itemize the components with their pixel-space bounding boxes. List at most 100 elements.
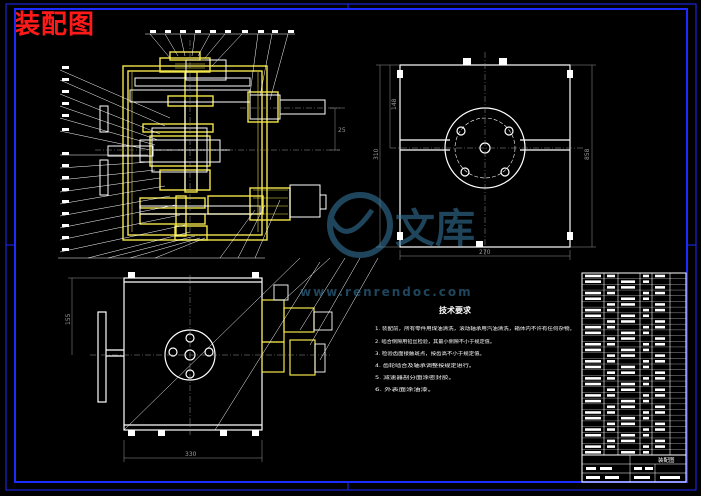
parts-list-cell-text [585,445,601,448]
parts-list-cell-text [655,388,665,392]
parts-list-cell-text [621,303,635,306]
parts-list-cell-text [655,337,665,340]
parts-list-cell-text [643,348,649,352]
parts-list-cell-text [607,291,615,295]
parts-list-cell-text [643,331,649,335]
parts-list-cell-text [643,428,649,431]
parts-list-cell-text [585,382,601,386]
parts-list-cell-text [585,280,601,283]
parts-list-cell-text [621,286,635,289]
parts-list-cell-text [655,325,665,329]
parts-list-cell-text [655,371,665,374]
parts-list-cell-text [655,405,665,409]
parts-list-cell-text [585,377,601,380]
parts-list-cell-text [655,342,665,346]
parts-list-cell-text [655,360,665,363]
parts-list-cell-text [585,325,601,329]
parts-list-cell-text [607,445,615,448]
parts-list-cell-text [585,342,601,346]
tech-requirement-item: 6. 外表面涂油漆。 [375,386,435,393]
parts-list-cell-text [585,331,601,335]
parts-list-cell-text [607,303,615,306]
parts-list-cell-text [607,308,615,312]
parts-list-cell-text [655,308,665,312]
parts-list-cell-text [585,365,601,369]
parts-list-cell-text [643,394,649,397]
top-view-height-dimension: 148 [391,98,398,110]
parts-list-cell-text [607,405,615,409]
parts-list-cell-text [621,433,635,437]
parts-list-cell-text [621,416,635,420]
parts-list-cell-text [607,388,615,392]
parts-list-cell-text [585,394,601,397]
parts-list-cell-text [621,331,635,335]
parts-list-cell-text [621,280,635,283]
title-block: 装配图 [581,454,687,483]
parts-list-cell-text [643,365,649,369]
side-view: 155 330 [65,257,379,462]
parts-list-cell-text [607,377,615,380]
parts-list-cell-text [607,422,615,426]
parts-list-cell-text [607,320,615,323]
parts-list-cell-text [655,377,665,380]
parts-list-cell-text [621,314,635,318]
parts-list-cell-text [585,416,601,420]
top-view-side-dimension: 858 [584,148,591,160]
parts-list-cell-text [643,342,649,346]
parts-list-cell-text [621,354,635,357]
parts-list-cell-text [643,399,649,403]
parts-list-cell-text [607,342,615,346]
parts-list-cell-text [643,416,649,420]
drawing-frame [5,3,697,491]
parts-list-cell-text [655,303,665,306]
parts-list-cell-text [585,308,601,312]
tech-requirement-item: 4. 齿轮啮合及轴承调整按规定进行。 [375,362,475,369]
parts-list-cell-text [621,422,635,426]
parts-list-cell-text [643,445,649,448]
parts-list-cell-text [607,354,615,357]
parts-list-cell-text [643,382,649,386]
parts-list-cell-text [643,297,649,301]
parts-list-cell-text [655,445,665,448]
parts-list-cell-text [643,291,649,295]
tech-requirement-item: 5. 减速器剖分面涂密封胶。 [375,374,455,381]
parts-list-cell-text [607,360,615,363]
parts-list-cell-text [585,360,601,363]
parts-list-cell-text [621,348,635,352]
parts-list-cell-text [585,411,601,414]
parts-list-cell-text [655,291,665,295]
parts-list-cell-text [621,371,635,374]
parts-list-cell-text [621,337,635,340]
parts-list-cell-text [643,411,649,414]
side-view-width-dimension: 330 [185,451,197,458]
top-view: 148 310 858 270 [373,52,596,260]
parts-list-cell-text [621,439,635,443]
tech-requirement-item: 2. 啮合侧隙用铅丝检验，其最小侧隙不小于规定值。 [375,338,495,345]
parts-list-cell-text [655,428,665,431]
parts-list-cell-text [643,274,649,278]
parts-list-cell-text [607,325,615,329]
parts-list-cell-text [655,354,665,357]
parts-list-cell-text [655,422,665,426]
parts-list-cell-text [585,451,601,454]
parts-list-cell-text [643,325,649,329]
parts-list-cell-text [643,280,649,283]
parts-list-cell-text [607,286,615,289]
parts-list-cell-text [621,399,635,403]
parts-list-cell-text [607,439,615,443]
parts-list-cell-text [621,451,635,454]
top-view-width-dimension: 270 [479,249,491,256]
tech-requirements: 技术要求 1. 装配前，所有零件用煤油清洗，滚动轴承用汽油清洗，箱体内不许有任何… [375,305,575,393]
watermark: 文库 www.renrendoc.com [300,192,475,299]
parts-list-cell-text [585,433,601,437]
parts-list-cell-text [655,439,665,443]
parts-list-cell-text [655,411,665,414]
parts-list-cell-text [585,428,601,431]
top-view-total-dimension: 310 [373,148,380,160]
parts-list-cell-text [607,337,615,340]
parts-list-cell-text [643,360,649,363]
parts-list-cell-text [607,394,615,397]
parts-list-table [581,272,687,456]
parts-list-cell-text [643,308,649,312]
